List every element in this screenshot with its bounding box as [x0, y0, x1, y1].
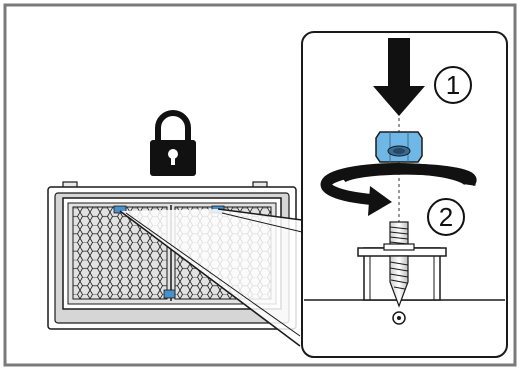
step-1-marker: 1: [434, 66, 472, 104]
rotate-arrow-icon: [320, 163, 477, 216]
zoom-callout: [119, 208, 303, 347]
step-2-marker: 2: [427, 198, 465, 236]
filter-clip-bottom: [163, 289, 176, 299]
filter-clip-left: [113, 205, 127, 214]
push-down-arrow-icon: [373, 38, 425, 116]
detail-panel: [301, 31, 508, 358]
hex-nut-icon: [375, 131, 423, 163]
step-2-number: 2: [439, 202, 453, 232]
lock-icon: [150, 110, 196, 176]
step-1-number: 1: [446, 70, 460, 100]
threaded-stud-icon: [383, 221, 415, 308]
